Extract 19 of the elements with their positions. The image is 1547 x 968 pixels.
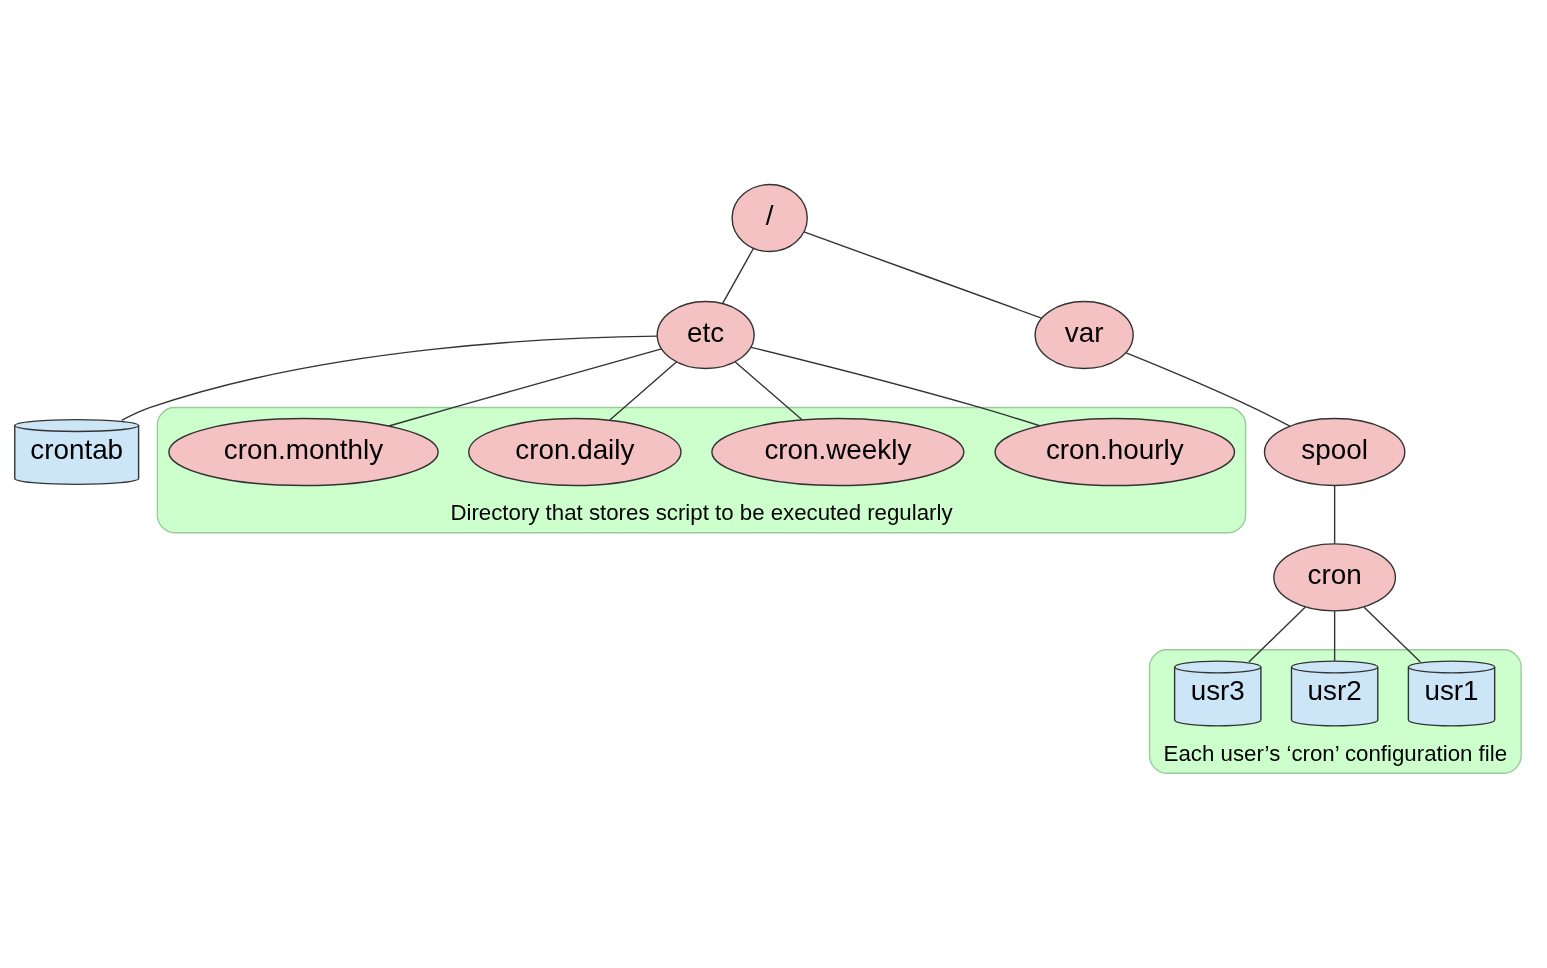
connector bbox=[750, 346, 1041, 426]
connector bbox=[721, 247, 755, 304]
connector bbox=[1333, 609, 1336, 662]
node-ellipse: cron.weekly bbox=[711, 417, 965, 486]
node-ellipse: cron.monthly bbox=[168, 417, 439, 486]
node-ellipse: cron bbox=[1273, 542, 1397, 612]
node-ellipse: spool bbox=[1263, 417, 1406, 486]
node-ellipse: cron.hourly bbox=[994, 417, 1236, 486]
connector bbox=[1125, 351, 1291, 427]
node-ellipse: / bbox=[731, 183, 808, 252]
connector bbox=[803, 230, 1043, 319]
node-ellipse: var bbox=[1034, 300, 1134, 369]
connector bbox=[1363, 606, 1422, 663]
node-ellipse: cron.daily bbox=[468, 417, 682, 486]
connector bbox=[121, 335, 659, 421]
connector bbox=[1333, 484, 1336, 544]
connector bbox=[1248, 606, 1306, 663]
connector bbox=[388, 347, 663, 427]
node-ellipse: etc bbox=[656, 300, 755, 369]
